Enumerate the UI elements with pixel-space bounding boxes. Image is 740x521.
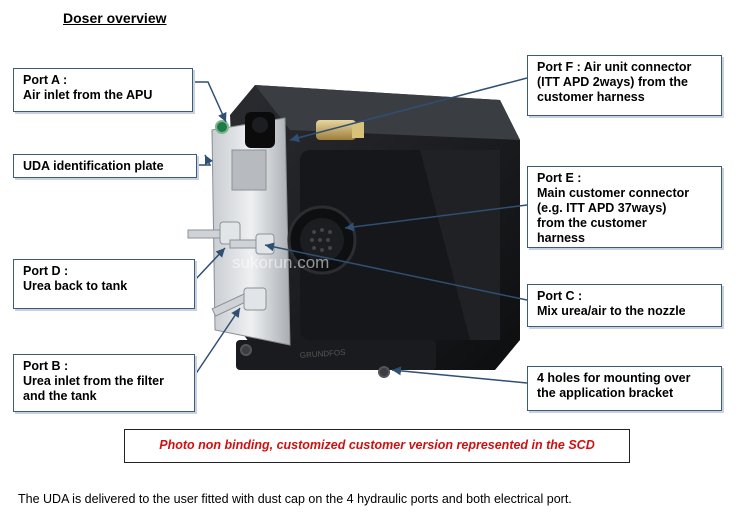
callout-port-e-desc1: Main customer connector xyxy=(537,186,690,200)
svg-text:GRUNDFOS: GRUNDFOS xyxy=(300,348,346,360)
callout-port-a: Port A : Air inlet from the APU xyxy=(13,68,193,112)
callout-port-b-desc2: and the tank xyxy=(23,389,97,403)
uda-identification-plate xyxy=(211,117,291,346)
callout-port-d-desc: Urea back to tank xyxy=(23,279,128,293)
footer-text: The UDA is delivered to the user fitted … xyxy=(18,492,572,506)
callout-port-c-title: Port C : xyxy=(537,289,583,303)
callout-port-f-title: Port F : Air unit connector xyxy=(537,60,692,74)
callout-port-b-desc1: Urea inlet from the filter xyxy=(23,374,164,388)
page-title: Doser overview xyxy=(63,10,167,26)
callout-holes-line2: the application bracket xyxy=(537,386,674,400)
callout-port-e-title: Port E : xyxy=(537,171,582,185)
callout-port-e-desc3: from the customer xyxy=(537,216,647,230)
callout-port-d-title: Port D : xyxy=(23,264,69,278)
watermark: sukorun.com xyxy=(232,253,329,272)
disclaimer-note: Photo non binding, customized customer v… xyxy=(124,429,630,463)
callout-leaders xyxy=(193,77,528,384)
callout-port-f: Port F : Air unit connector (ITT APD 2wa… xyxy=(527,55,722,116)
callout-holes-line1: 4 holes for mounting over xyxy=(537,371,691,385)
callout-port-e: Port E : Main customer connector (e.g. I… xyxy=(527,166,722,248)
port-b-fitting xyxy=(211,287,267,317)
callout-mounting-holes: 4 holes for mounting over the applicatio… xyxy=(527,366,722,411)
callout-port-e-desc4: harness xyxy=(537,231,585,245)
callout-port-f-desc1: (ITT APD 2ways) from the xyxy=(537,75,688,89)
callout-port-f-desc2: customer harness xyxy=(537,90,645,104)
callout-uda-plate-title: UDA identification plate xyxy=(23,159,164,173)
callout-port-a-title: Port A : xyxy=(23,73,68,87)
port-f-connector xyxy=(245,112,275,148)
port-a-fitting xyxy=(215,120,229,134)
callout-port-b-title: Port B : xyxy=(23,359,69,373)
callout-port-c: Port C : Mix urea/air to the nozzle xyxy=(527,284,722,327)
callout-port-a-desc: Air inlet from the APU xyxy=(23,88,153,102)
callout-port-d: Port D : Urea back to tank xyxy=(13,259,195,309)
port-e-connector xyxy=(287,205,357,275)
callout-port-e-desc2: (e.g. ITT APD 37ways) xyxy=(537,201,667,215)
callout-port-c-desc: Mix urea/air to the nozzle xyxy=(537,304,686,318)
mounting-holes xyxy=(240,344,390,378)
callout-port-b: Port B : Urea inlet from the filter and … xyxy=(13,354,195,412)
callout-uda-plate: UDA identification plate xyxy=(13,154,197,178)
